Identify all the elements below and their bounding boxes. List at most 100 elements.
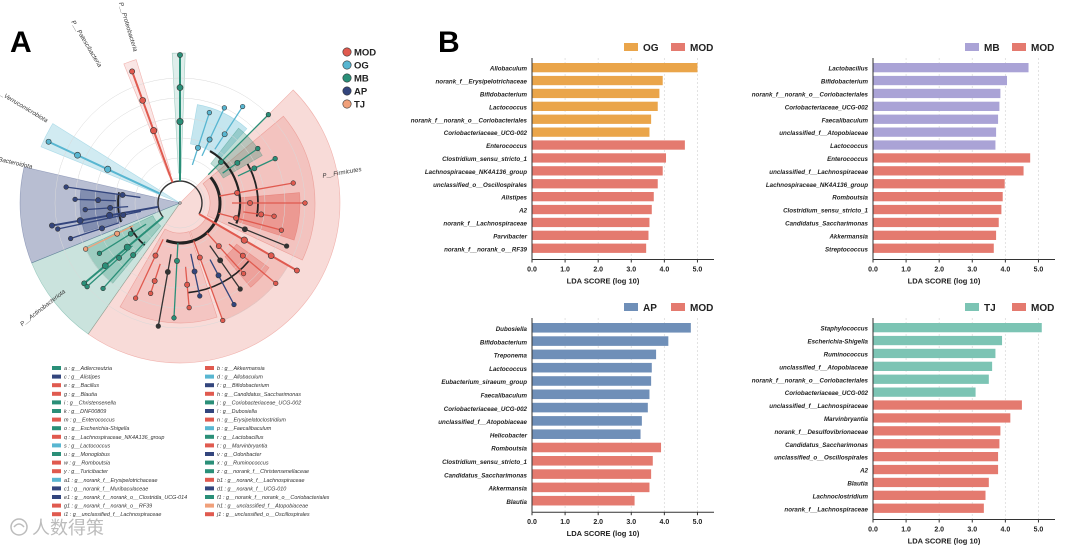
- taxon-node: [290, 180, 296, 186]
- legend-swatch-mod: [671, 303, 685, 311]
- taxon-node: [242, 226, 248, 233]
- taxon-node: [148, 290, 154, 296]
- taxon-node: [206, 136, 213, 143]
- bar-Enterococcus: [873, 153, 1031, 163]
- key-entry: n : g__Erysipelatoclostridium: [217, 418, 286, 424]
- taxon-node: [218, 159, 224, 165]
- branch: [207, 114, 269, 176]
- taxon-node: [240, 270, 247, 277]
- branch: [57, 210, 142, 230]
- legend-label: AP: [643, 303, 657, 314]
- legend-label: TJ: [984, 303, 996, 314]
- taxon-node: [127, 230, 134, 237]
- category-label: Coriobacteriaceae_UCG-002: [785, 104, 869, 111]
- category-label: Enterococcus: [827, 156, 868, 163]
- category-label: Allobaculum: [489, 66, 528, 73]
- bar-Ruminococcus: [873, 348, 996, 359]
- x-tick-label: 2.0: [934, 267, 944, 274]
- bar-Parvibacter: [532, 230, 649, 240]
- bar-unclassified_f__Lachnospiraceae: [873, 400, 1022, 410]
- x-tick-label: 1.0: [560, 267, 570, 274]
- category-label: Lactobacillus: [828, 66, 868, 73]
- bar-Lactococcus: [532, 362, 652, 373]
- taxon-node: [174, 258, 180, 264]
- bar-Candidatus_Saccharimonas: [873, 217, 999, 228]
- clade-bacteroidota: [19, 166, 181, 264]
- x-tick-label: 0.0: [868, 267, 878, 274]
- key-entry: h1 : g__unclassified_f__Atopobiaceae: [217, 504, 308, 510]
- category-label: Enterococcus: [486, 143, 527, 150]
- category-label: norank_f__norank_o__Coriobacteriales: [411, 117, 528, 124]
- taxon-node: [272, 156, 278, 162]
- branch: [214, 106, 244, 150]
- key-entry: j : g__Coriobacteriaceae_UCG-002: [216, 400, 301, 406]
- branch-arc: [179, 180, 203, 215]
- branch: [83, 216, 164, 285]
- x-tick-label: 3.0: [626, 267, 636, 274]
- x-tick-label: 3.0: [626, 519, 636, 526]
- taxon-node: [176, 118, 184, 126]
- key-entry: a : g__Adlercreutzia: [64, 366, 112, 372]
- branch: [228, 243, 277, 284]
- panel-b-letter: B: [438, 26, 460, 59]
- legend-swatch-mod: [671, 43, 685, 51]
- taxon-node: [139, 97, 146, 104]
- key-entry: e1 : g__norank_f__norank_o__Clostridia_U…: [64, 495, 187, 501]
- bar-unclassified_o__Oscillospirales: [873, 452, 999, 462]
- category-label: unclassified_f__Atopobiaceae: [779, 130, 868, 137]
- x-tick-label: 2.0: [593, 519, 603, 526]
- category-label: unclassified_f__Lachnospiraceae: [769, 169, 868, 176]
- key-entry: x : g__Ruminococcus: [216, 461, 269, 467]
- bar-Streptococcus: [873, 243, 994, 253]
- x-tick-label: 4.0: [1000, 267, 1010, 274]
- key-entry: m : g__Enterococcus: [64, 418, 115, 424]
- branch-arc: [129, 225, 146, 246]
- key-entry: d1 : g__norank_f__UCG-010: [217, 486, 286, 492]
- bar-Akkermansia: [873, 230, 997, 240]
- key-swatch: [205, 443, 214, 448]
- taxon-node: [240, 236, 248, 244]
- taxon-node: [45, 138, 52, 145]
- key-entry: w : g__Romboutsia: [64, 461, 110, 467]
- taxon-node: [234, 159, 241, 166]
- panel-a-letter: A: [10, 26, 32, 59]
- clade-highlight: [224, 243, 270, 288]
- x-tick-label: 4.0: [1000, 527, 1010, 534]
- category-label: Clostridium_sensu_stricto_1: [783, 208, 868, 215]
- category-label: Clostridium_sensu_stricto_1: [442, 156, 527, 163]
- x-tick-label: 5.0: [693, 267, 703, 274]
- taxon-node: [220, 317, 226, 324]
- bar-norank_f__Desulfovibrionaceae: [873, 426, 1001, 436]
- category-label: norank_f__norank_o__Coriobacteriales: [752, 377, 869, 384]
- taxon-node: [178, 201, 182, 205]
- category-label: norank_f__Erysipelotrichaceae: [436, 79, 528, 86]
- branch: [227, 221, 287, 247]
- bar-norank_f__Lachnospiraceae: [532, 217, 650, 228]
- category-label: Alistipes: [500, 195, 527, 202]
- taxon-node: [120, 212, 127, 218]
- key-entry: i : g__Christensenella: [64, 400, 116, 406]
- bar-Clostridium_sensu_stricto_1: [532, 456, 653, 466]
- taxon-node: [82, 207, 88, 213]
- bar-Clostridium_sensu_stricto_1: [532, 153, 667, 163]
- category-label: norank_f__Lachnospiraceae: [443, 221, 527, 228]
- key-swatch: [52, 477, 61, 482]
- key-swatch: [205, 400, 214, 405]
- taxon-node: [237, 286, 243, 292]
- taxon-node: [123, 243, 131, 251]
- phylum-label: P__Bacteroidota: [0, 154, 34, 171]
- key-entry: i1 : g__unclassified_f__Lachnospiraceae: [64, 512, 161, 518]
- branch: [99, 223, 147, 254]
- key-swatch: [52, 503, 61, 508]
- category-label: unclassified_o__Oscillospirales: [433, 182, 527, 189]
- bar-Romboutsia: [532, 442, 662, 453]
- taxon-node: [197, 293, 203, 299]
- taxon-node: [76, 217, 84, 224]
- taxon-node: [55, 226, 61, 232]
- taxon-node: [251, 165, 258, 172]
- bar-Candidatus_Saccharimonas: [873, 439, 1000, 449]
- legend-swatch-ap: [624, 303, 638, 311]
- x-tick-label: 0.0: [527, 267, 537, 274]
- bar-Coriobacteriaceae_UCG-002: [532, 402, 648, 413]
- category-label: Treponema: [494, 353, 528, 360]
